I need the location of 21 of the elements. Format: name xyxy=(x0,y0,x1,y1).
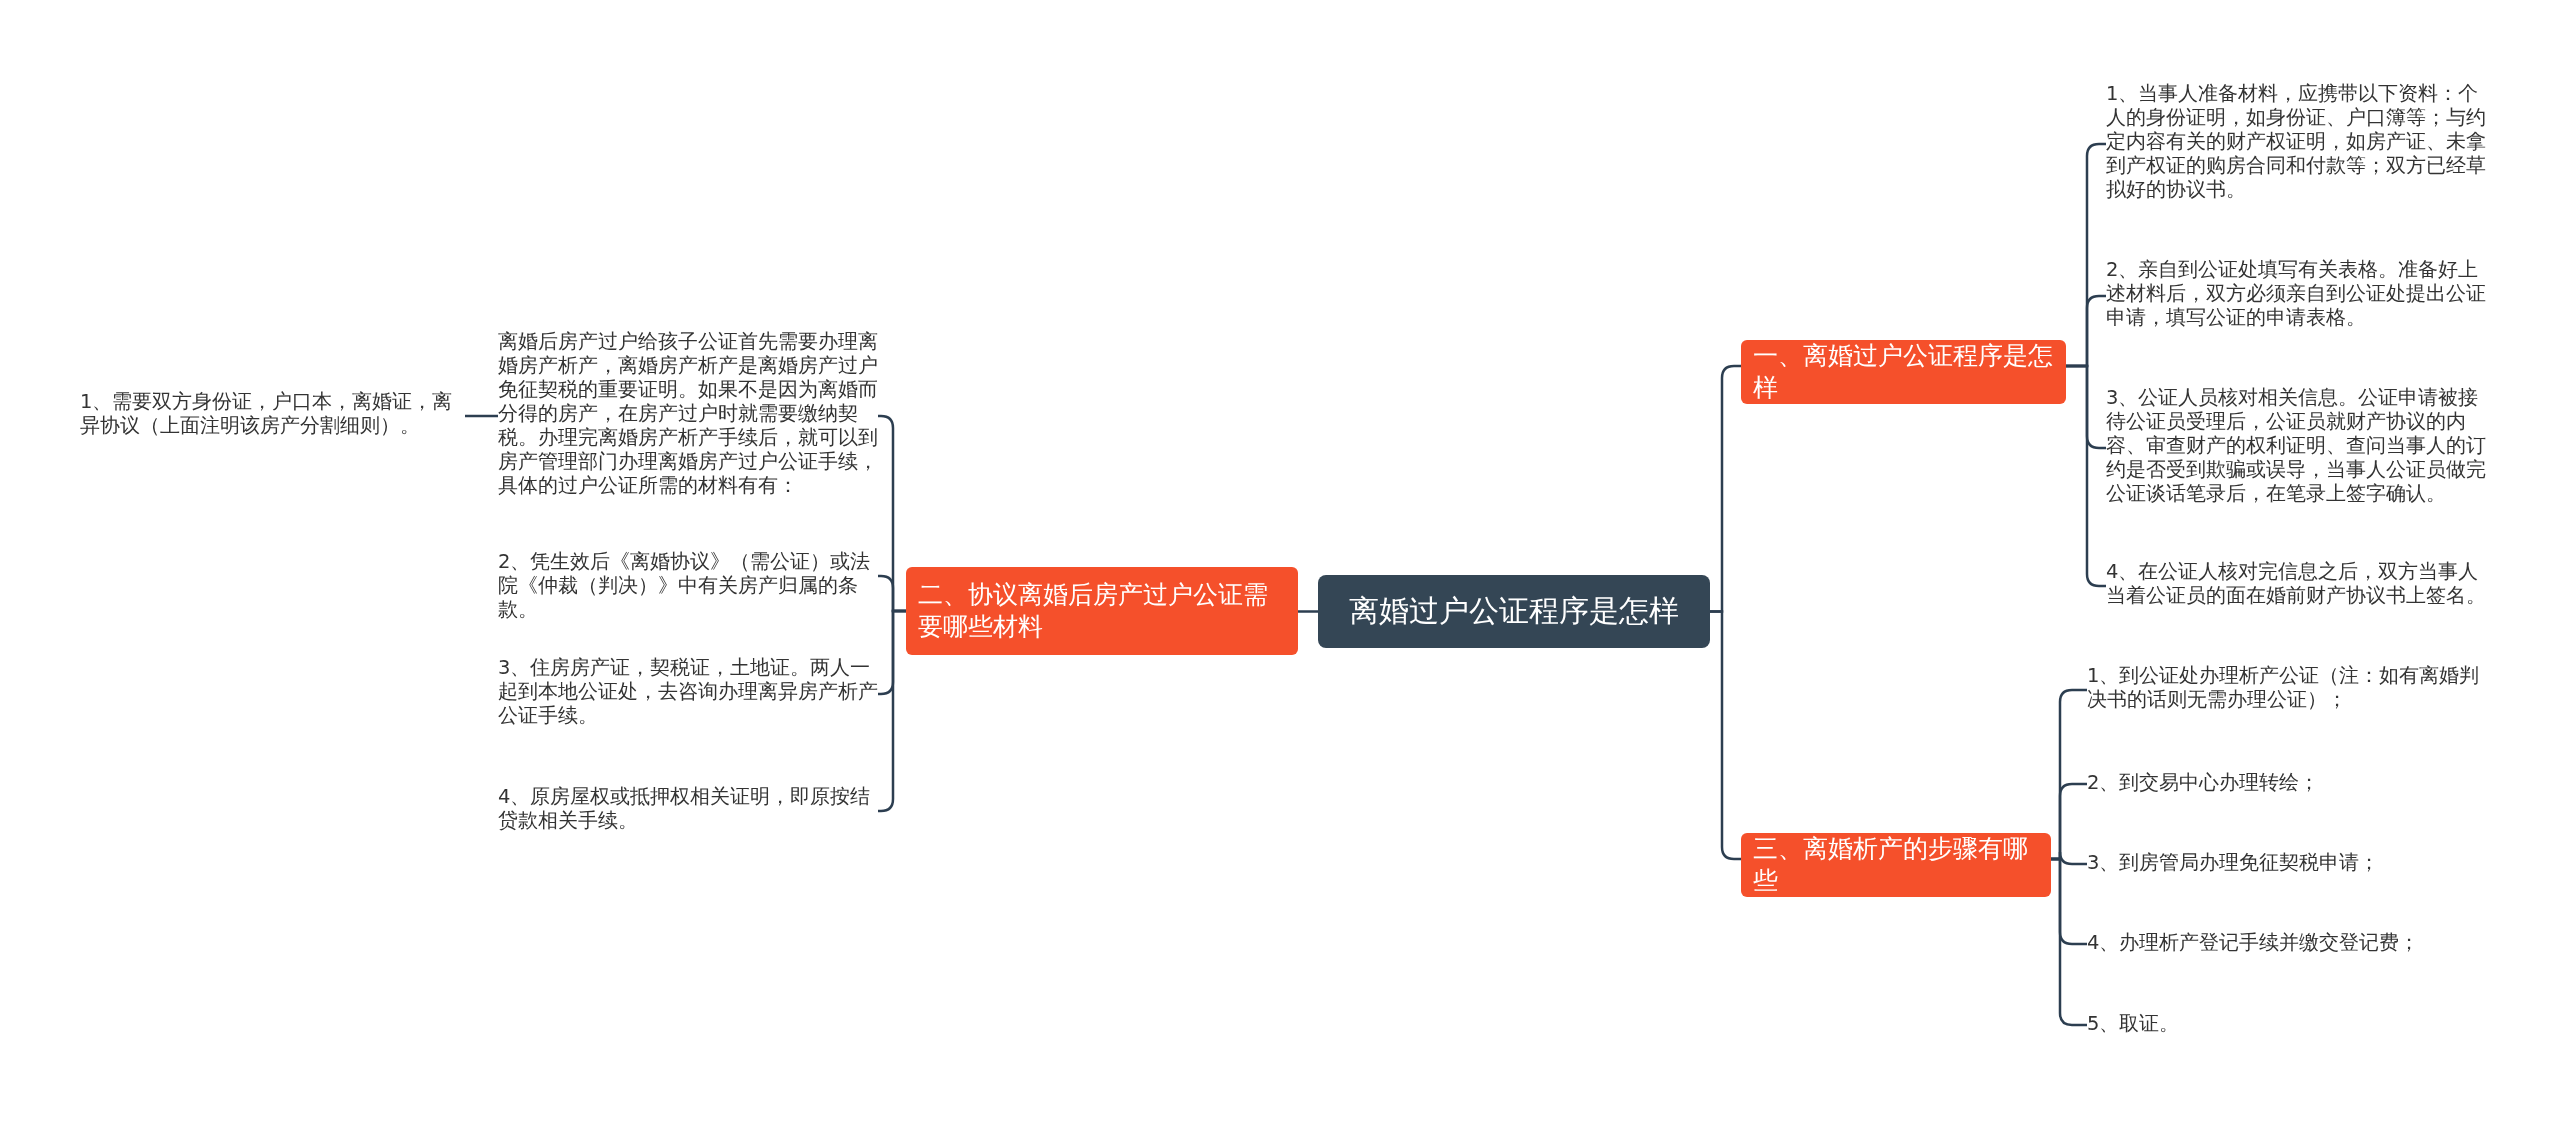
subtopic-text: 3、住房房产证，契税证，土地证。两人一起到本地公证处，去咨询办理离异房产析产公证手续。 xyxy=(498,656,878,732)
subtopic-text: 3、公证人员核对相关信息。公证申请被接待公证员受理后，公证员就财产协议的内容、审查财产的权利证明、查问当事人的订约是否受到欺骗或误导，当事人公证员做完公证谈话笔录后，在笔录上签字确认。 xyxy=(2106,386,2496,510)
branch-topic: 二、协议离婚后房产过户公证需要哪些材料 xyxy=(906,567,1298,655)
connector-line xyxy=(1298,610,1318,613)
subtopic-text: 1、当事人准备材料，应携带以下资料：个人的身份证明，如身份证、户口簿等；与约定内容有关的财产权证明，如房产证、未拿到产权证的购房合同和付款等；双方已经草拟好的协议书。 xyxy=(2106,82,2496,206)
central-topic: 离婚过户公证程序是怎样 xyxy=(1318,575,1710,648)
subtopic-text: 离婚后房产过户给孩子公证首先需要办理离婚房产析产，离婚房产析产是离婚房产过户免征契税的重要证明。如果不是因为离婚而分得的房产，在房产过户时就需要缴纳契税。办理完离婚房产析产手续后，就可以到房产管理部门办理离婚房产过户公证手续，具体的过户公证所需的材料有有： xyxy=(498,330,878,502)
subtopic-text: 1、需要双方身份证，户口本，离婚证，离异协议（上面注明该房产分割细则）。 xyxy=(80,390,465,440)
connector-line xyxy=(1710,610,1741,861)
subtopic-text: 3、到房管局办理免征契税申请； xyxy=(2087,851,2487,877)
subtopic-text: 4、原房屋权或抵押权相关证明，即原按结贷款相关手续。 xyxy=(498,785,878,837)
subtopic-text: 2、凭生效后《离婚协议》（需公证）或法院《仲裁（判决）》中有关房产归属的条款。 xyxy=(498,550,878,622)
branch-topic: 一、离婚过户公证程序是怎样 xyxy=(1741,340,2066,404)
subtopic-text: 4、办理析产登记手续并缴交登记费； xyxy=(2087,931,2487,957)
subtopic-text: 2、到交易中心办理转绘； xyxy=(2087,771,2487,797)
subtopic-text: 5、取证。 xyxy=(2087,1012,2487,1038)
branch-topic: 三、离婚析产的步骤有哪些 xyxy=(1741,833,2051,897)
subtopic-text: 4、在公证人核对完信息之后，双方当事人当着公证员的面在婚前财产协议书上签名。 xyxy=(2106,560,2496,612)
subtopic-text: 2、亲自到公证处填写有关表格。准备好上述材料后，双方必须亲自到公证处提出公证申请，填写公证的申请表格。 xyxy=(2106,258,2496,334)
connector-line xyxy=(465,414,498,418)
subtopic-text: 1、到公证处办理析产公证（注：如有离婚判决书的话则无需办理公证）； xyxy=(2087,664,2487,716)
